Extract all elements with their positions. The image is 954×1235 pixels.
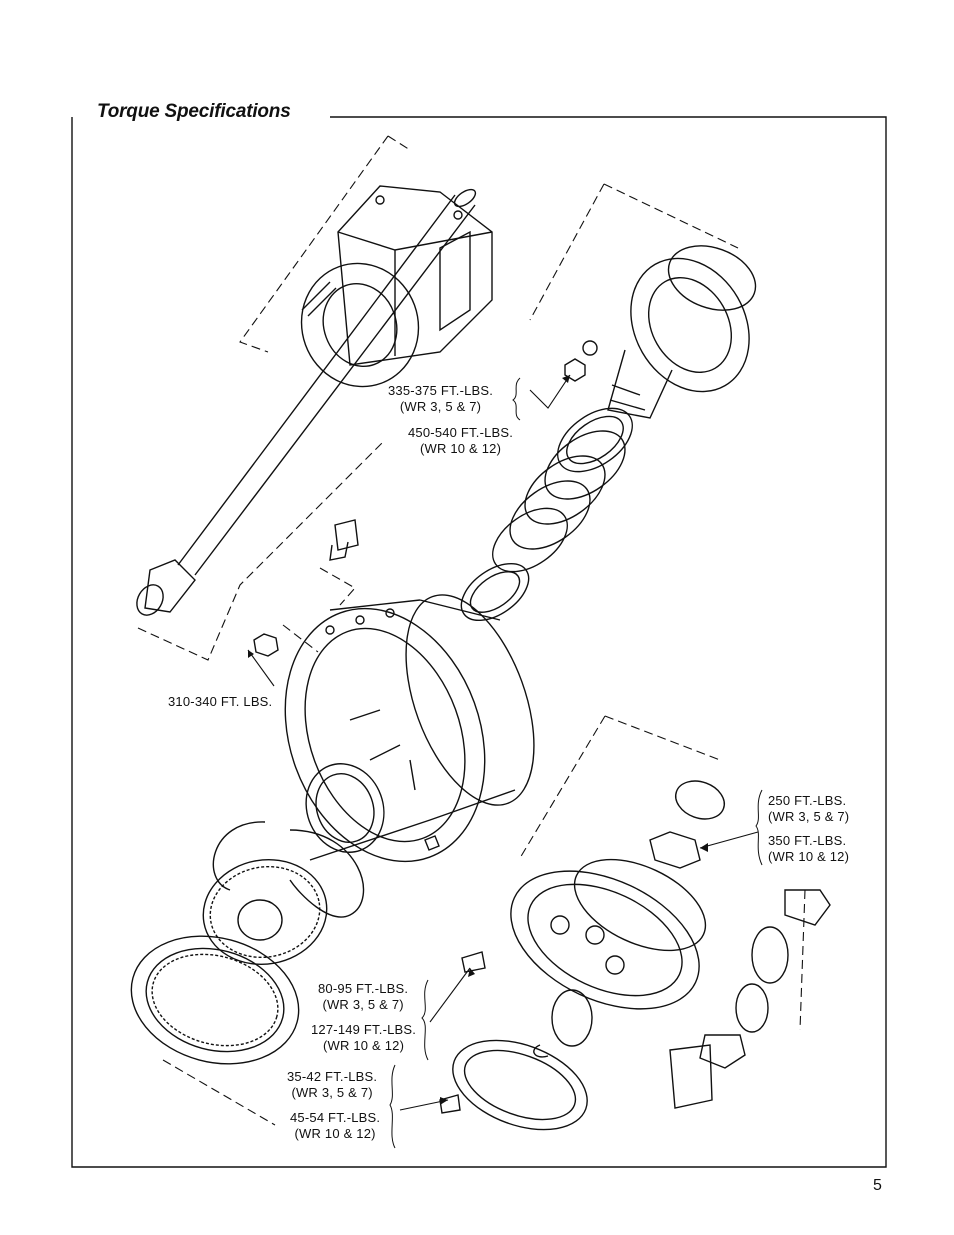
leader-3 <box>699 831 759 849</box>
plug <box>424 835 440 851</box>
model-range: (WR 3, 5 & 7) <box>291 1085 373 1100</box>
axle-housing <box>300 185 493 388</box>
spring-stack <box>460 407 633 621</box>
bracket-gear <box>519 715 721 859</box>
torque-label-9: 45-54 FT.-LBS. (WR 10 & 12) <box>290 1110 380 1142</box>
torque-label-4: 250 FT.-LBS. (WR 3, 5 & 7) <box>768 793 849 825</box>
bracket-mid <box>319 567 356 606</box>
torque-label-6: 80-95 FT.-LBS. (WR 3, 5 & 7) <box>318 981 408 1013</box>
frame-border <box>71 116 887 1168</box>
lock-nut <box>649 831 701 869</box>
torque-label-3: 310-340 FT. LBS. <box>168 694 273 709</box>
leader-2 <box>247 649 275 687</box>
axle-shaft <box>136 188 477 616</box>
thrust-plate-top <box>784 889 831 926</box>
page-title: Torque Specifications <box>97 101 291 122</box>
bracket-lower-left <box>162 1059 276 1126</box>
hex-nut <box>253 633 279 657</box>
model-range: (WR 10 & 12) <box>768 849 850 864</box>
page-number: 5 <box>873 1177 882 1194</box>
internal-ring <box>130 935 300 1065</box>
leader-4 <box>429 967 471 1023</box>
bearing-cup <box>305 763 385 853</box>
thrust-plate-bottom <box>699 1034 746 1069</box>
torque-value: 45-54 FT.-LBS. <box>290 1110 381 1125</box>
model-range: (WR 3, 5 & 7) <box>768 809 850 824</box>
snap-ring <box>212 821 266 891</box>
model-range: (WR 3, 5 & 7) <box>399 399 482 414</box>
torque-label-1: 335-375 FT.-LBS. (WR 3, 5 & 7) <box>388 383 493 415</box>
torque-label-2: 450-540 FT.-LBS. (WR 10 & 12) <box>408 425 513 457</box>
torque-value: 450-540 FT.-LBS. <box>408 425 514 440</box>
brace-2 <box>755 789 763 866</box>
hub-cover <box>452 1039 588 1131</box>
torque-value: 335-375 FT.-LBS. <box>388 383 494 398</box>
planet-gears <box>533 926 789 1058</box>
torque-value: 35-42 FT.-LBS. <box>287 1069 378 1084</box>
bracket-lower-right <box>799 889 806 1031</box>
bracket-shaft <box>137 439 386 661</box>
model-range: (WR 10 & 12) <box>294 1126 376 1141</box>
model-range: (WR 3, 5 & 7) <box>322 997 404 1012</box>
torque-value: 127-149 FT.-LBS. <box>311 1022 417 1037</box>
torque-label-7: 127-149 FT.-LBS. (WR 10 & 12) <box>311 1022 416 1054</box>
brace-4 <box>389 1064 396 1149</box>
brace-3 <box>421 979 429 1061</box>
leader-1 <box>529 374 571 409</box>
carrier-bolt <box>461 951 486 973</box>
hub-drum <box>284 594 535 863</box>
cover-bolt <box>439 1094 461 1114</box>
bracket-upper-left <box>239 135 411 353</box>
torque-value: 80-95 FT.-LBS. <box>318 981 409 996</box>
torque-label-5: 350 FT.-LBS. (WR 10 & 12) <box>768 833 849 865</box>
planet-pin <box>669 1044 713 1109</box>
thrust-washer <box>675 780 725 820</box>
torque-label-8: 35-42 FT.-LBS. (WR 3, 5 & 7) <box>287 1069 377 1101</box>
brace-1 <box>512 377 521 421</box>
planet-carrier <box>510 858 707 1010</box>
model-range: (WR 10 & 12) <box>322 1038 405 1053</box>
bracket-nut <box>282 624 319 653</box>
model-range: (WR 10 & 12) <box>419 441 502 456</box>
torque-value: 250 FT.-LBS. <box>768 793 847 808</box>
bracket-upper-right <box>529 183 739 321</box>
spindle <box>564 245 757 419</box>
retainer-ring <box>289 829 365 918</box>
stud-bolt <box>329 519 359 561</box>
torque-value: 350 FT.-LBS. <box>768 833 847 848</box>
